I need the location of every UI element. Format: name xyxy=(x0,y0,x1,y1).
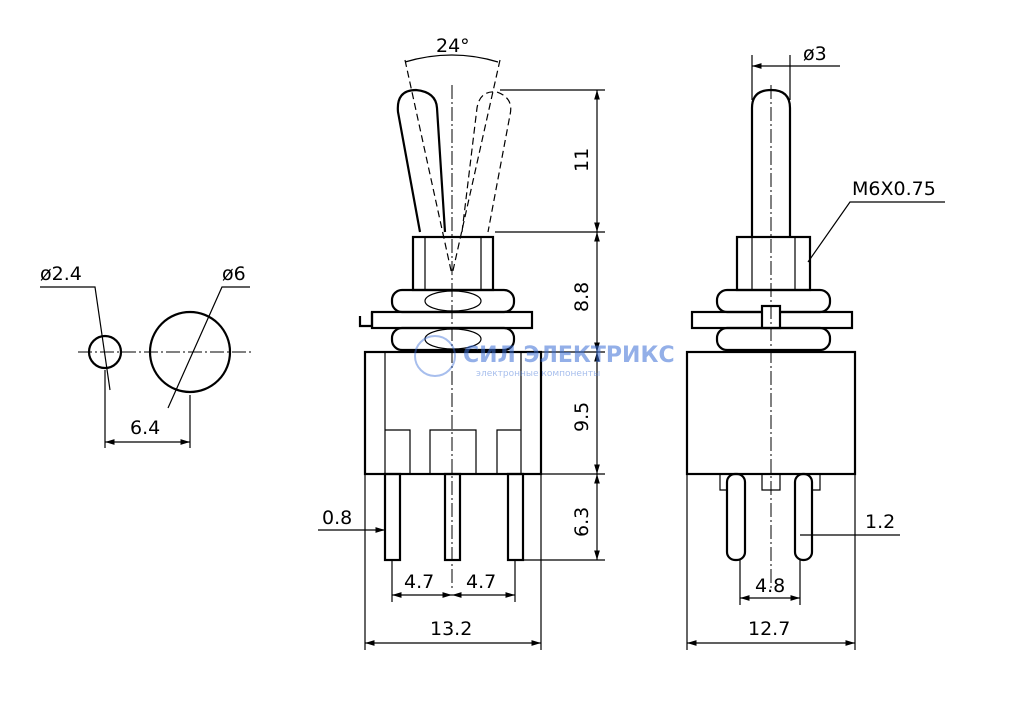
pin-thickness-label: 0.8 xyxy=(322,507,352,529)
watermark-logo: СИЛ ЭЛЕКТРИКС электронные компоненты xyxy=(414,335,675,379)
watermark-tagline: электронные компоненты xyxy=(476,369,600,379)
angle-label: 24° xyxy=(436,35,470,57)
side-view: ø3 M6X0.75 1.2 4.8 12.7 xyxy=(685,43,945,650)
pin-pitch-left-label: 4.7 xyxy=(404,571,434,593)
pin-pitch-label: 4.8 xyxy=(755,575,785,597)
front-view: 24° 11 8.8 9.5 xyxy=(318,35,605,650)
bushing-height-label: 8.8 xyxy=(571,282,593,312)
pin xyxy=(383,472,402,562)
pin-length-label: 6.3 xyxy=(571,507,593,537)
side-body-width-label: 12.7 xyxy=(748,618,790,640)
body-height-label: 9.5 xyxy=(571,402,593,432)
hole-spacing-label: 6.4 xyxy=(130,417,160,439)
large-hole-dia-label: ø6 xyxy=(222,263,246,285)
small-hole xyxy=(87,334,123,370)
lever-dia-label: ø3 xyxy=(803,43,827,65)
body-width-label: 13.2 xyxy=(430,618,472,640)
watermark-brand: СИЛ ЭЛЕКТРИКС xyxy=(463,343,675,368)
mounting-hole-view: ø2.4 ø6 6.4 xyxy=(40,263,252,448)
thread-label: M6X0.75 xyxy=(852,178,936,200)
pin xyxy=(506,472,525,562)
pin-width-label: 1.2 xyxy=(865,511,895,533)
small-hole-dia-label: ø2.4 xyxy=(40,263,82,285)
lever-height-label: 11 xyxy=(571,148,593,172)
large-hole xyxy=(148,310,232,394)
pin-pitch-right-label: 4.7 xyxy=(466,571,496,593)
